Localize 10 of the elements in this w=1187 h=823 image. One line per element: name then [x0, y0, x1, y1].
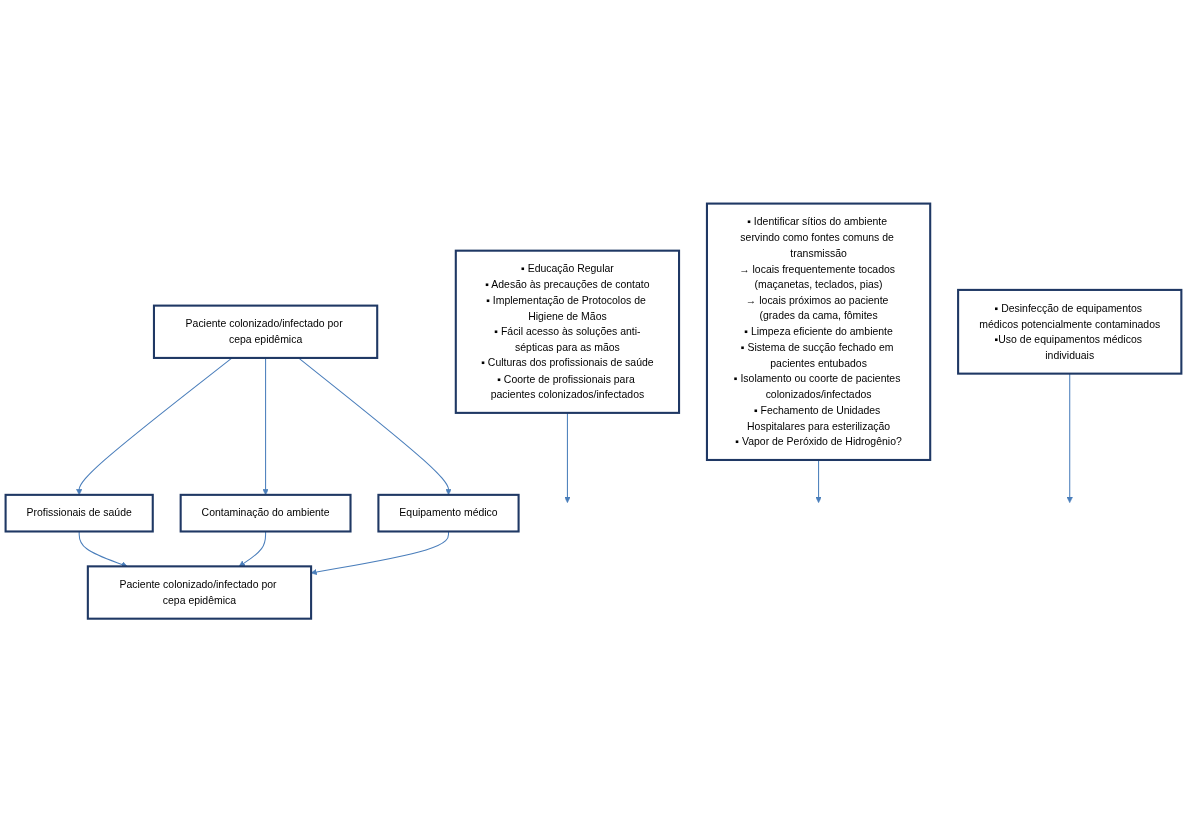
- node-box: ▪ Identificar sítios do ambiente servindo como fontes comuns de transmissão → locais frequentemente tocados (maçanetas, teclados, pias) → locais próximos ao paciente (grades da cama, fômites ▪ Limpeza eficiente do ambiente ▪ Sistema de sucção fechado em pacientes entubados ▪ Isolamento ou coorte de pacientes colonizados/infectados ▪ Fechamento de Unidades Hospitalares para esterilização ▪ Vapor de Peróxido de Hidrogênio?: [705, 202, 932, 462]
- node-box: Paciente colonizado/infectado por cepa epidêmica: [152, 304, 379, 360]
- node-box: ▪ Educação Regular ▪ Adesão às precauções de contato ▪ Implementação de Protocolos de Higiene de Mãos ▪ Fácil acesso às soluções anti-sépticas para as mãos ▪ Culturas dos profissionais de saúde ▪ Coorte de profissionais para pacientes colonizados/infectados: [454, 250, 681, 415]
- arrow: [238, 531, 267, 567]
- node-box: ▪ Desinfecção de equipamentos médicos potencialmente contaminados ▪Uso de equipamentos médicos individuais: [957, 289, 1183, 376]
- arrow: [1066, 373, 1073, 504]
- node-box: Equipamento médico: [377, 494, 520, 533]
- node-box: Profissionais de saúde: [4, 494, 154, 533]
- node-box: Paciente colonizado/infectado por cepa epidêmica: [86, 565, 313, 621]
- node-box: Contaminação do ambiente: [179, 494, 352, 533]
